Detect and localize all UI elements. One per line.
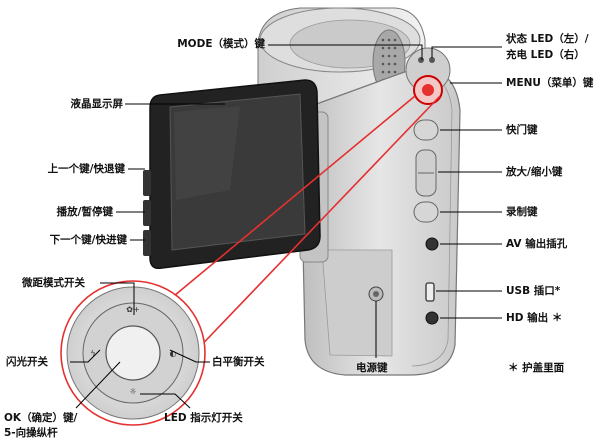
leader-lines: [70, 44, 502, 409]
label-zoom-key: 放大/缩小键: [506, 166, 563, 178]
label-menu-key: MENU（菜单）键: [506, 77, 594, 89]
macro-flower-icon: ✿+: [126, 305, 139, 314]
flash-icon: ϟ: [90, 349, 95, 358]
label-prev-rewind: 上一个键/快退键: [47, 163, 125, 175]
control-cluster: [405, 47, 451, 105]
lcd-panel: [143, 79, 321, 270]
av-jack-port[interactable]: [425, 237, 439, 251]
label-record-key: 录制键: [506, 206, 538, 218]
label-wb-switch: 白平衡开关: [212, 356, 265, 368]
label-status-led: 状态 LED（左）/: [506, 33, 589, 45]
label-hd-out: HD 输出 ＊: [506, 312, 563, 324]
label-charge-led: 充电 LED（右）: [506, 49, 585, 61]
label-flash-switch: 闪光开关: [6, 356, 48, 368]
label-ok-key-1: OK（确定）键/: [4, 412, 78, 424]
label-av-jack: AV 输出插孔: [506, 238, 568, 250]
usb-port[interactable]: [425, 282, 435, 302]
label-macro-switch: 微距模式开关: [22, 277, 85, 289]
hd-out-port[interactable]: [425, 311, 439, 325]
lcd-side-button-prev[interactable]: [143, 170, 151, 196]
label-lcd-screen: 液晶显示屏: [70, 98, 124, 110]
label-usb-port: USB 插口*: [506, 285, 561, 297]
label-next-ff: 下一个键/快进键: [49, 234, 127, 246]
zoom-callout-lines: [144, 95, 441, 381]
label-ok-key-2: 5-向操纵杆: [4, 427, 58, 439]
led-icon: ☼: [129, 387, 136, 396]
joystick-inset: ✿+ ϟ ◐ ☼: [60, 280, 206, 426]
wb-icon: ◐: [170, 349, 177, 358]
label-power-key: 电源键: [356, 362, 388, 374]
lcd-side-button-play[interactable]: [143, 200, 151, 226]
label-cover-note: ＊ 护盖里面: [508, 362, 565, 374]
lcd-side-button-next[interactable]: [143, 230, 151, 256]
label-play-pause: 播放/暂停键: [56, 206, 113, 218]
record-button[interactable]: [413, 201, 439, 223]
label-mode-key: MODE（模式）键: [177, 38, 265, 50]
label-led-switch: LED 指示灯开关: [164, 412, 243, 424]
label-shutter-key: 快门键: [506, 124, 538, 136]
shutter-button[interactable]: [413, 119, 439, 141]
ok-joystick-button[interactable]: [105, 325, 161, 381]
